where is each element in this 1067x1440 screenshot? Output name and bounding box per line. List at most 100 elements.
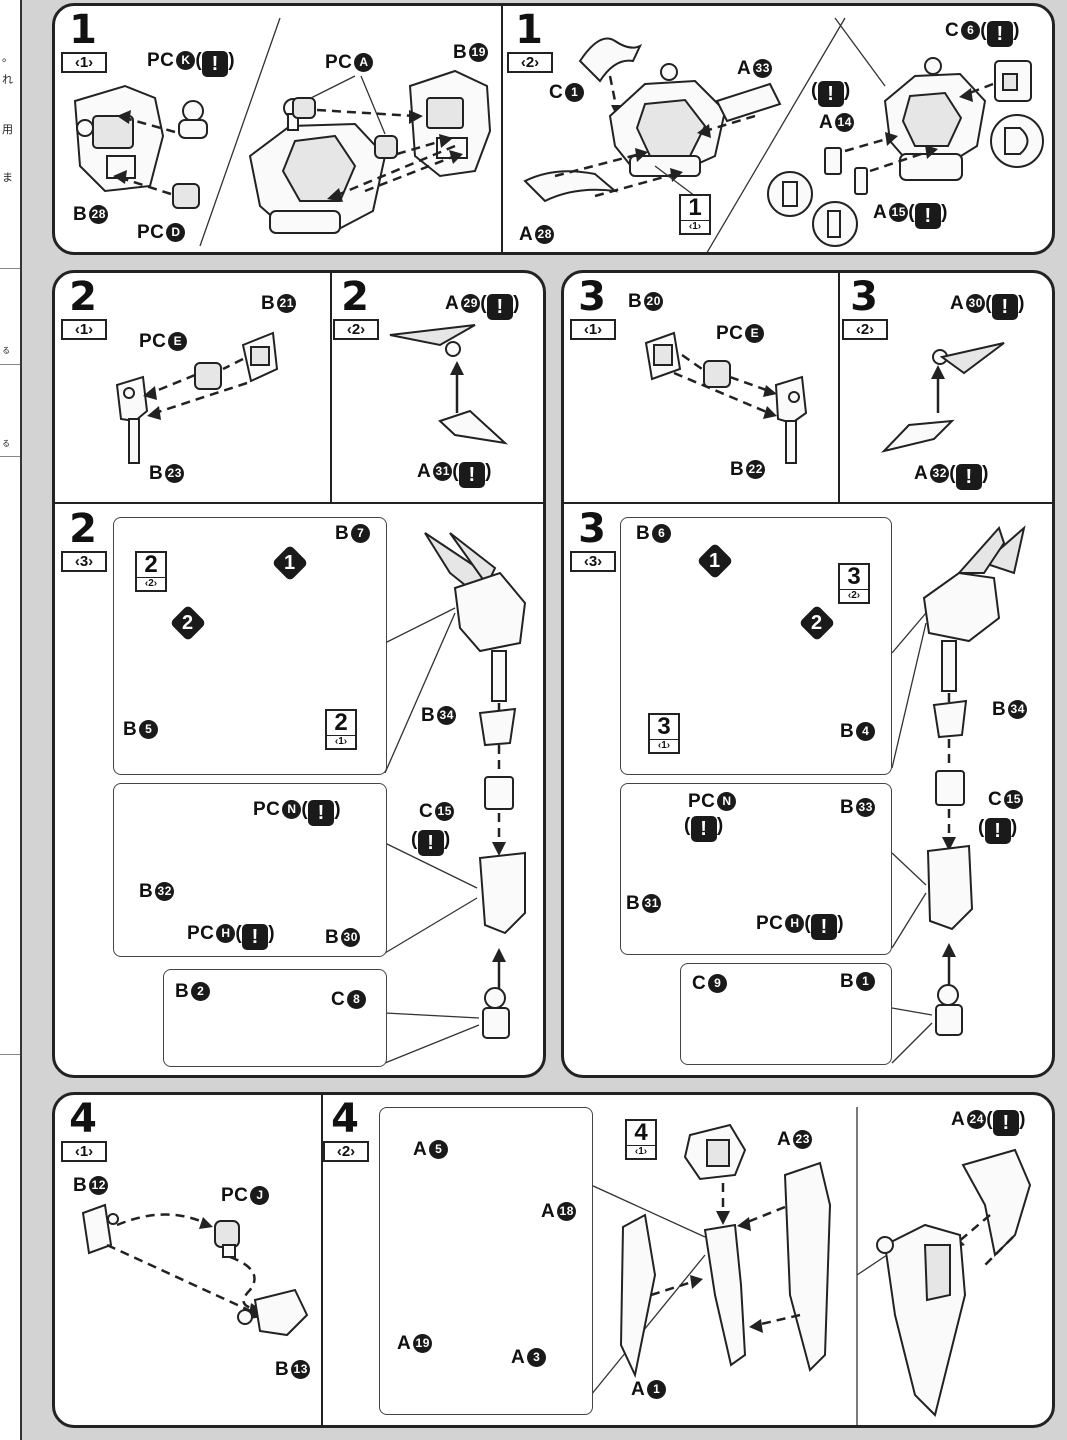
caution-icon: !	[487, 294, 514, 320]
waist-core-part-2	[608, 63, 727, 177]
step-2-1-number: 2‹1›	[61, 277, 107, 340]
step-1-illustration	[73, 17, 1044, 252]
order-marker-1: 1	[271, 544, 309, 582]
order-marker-1: 1	[696, 542, 734, 580]
ref-step-4-1: 4‹1›	[625, 1119, 657, 1160]
upper-arm-block	[922, 571, 1001, 692]
margin-char: ま	[2, 172, 13, 184]
pc-a-joint-1	[292, 97, 316, 119]
ref-step-2-2: 2‹2›	[135, 551, 167, 592]
c6-detail-bubble	[990, 114, 1044, 168]
ref-step-3-2: 3‹2›	[838, 563, 870, 604]
a23-armor-part	[783, 1161, 832, 1372]
label-c15-caution: (!)	[411, 829, 451, 856]
a14-part	[824, 147, 842, 175]
step-1-2-number: 1‹2›	[507, 10, 553, 73]
a28-part	[523, 170, 619, 203]
b13-part	[237, 1288, 309, 1337]
caution-icon: !	[202, 51, 229, 77]
arm-blade-assembly	[956, 525, 1026, 575]
caution-icon: !	[992, 294, 1019, 320]
ref-step-1-1: 1‹1›	[679, 194, 711, 235]
caution-icon: !	[417, 830, 444, 856]
hand-part	[482, 987, 510, 1039]
a29-blade-part	[389, 324, 476, 357]
b34-part	[478, 707, 517, 747]
label-a14-caution: (!)	[811, 80, 851, 107]
a33-part	[715, 82, 782, 123]
step-1-1-number: 1‹1›	[61, 10, 107, 73]
c15-part	[935, 770, 965, 806]
label-c15-caution: (!)	[978, 817, 1018, 844]
caution-icon: !	[956, 464, 983, 490]
a14-detail-bubble	[767, 171, 813, 217]
step-4-1-number: 4‹1›	[61, 1099, 107, 1162]
a1-armor-part	[619, 1213, 657, 1379]
label-pc-n-caution: (!)	[684, 815, 724, 842]
a30-blade-part	[932, 342, 1005, 375]
margin-char: 用	[2, 124, 13, 136]
step-3-3-number: 3‹3›	[570, 509, 616, 572]
b23-part	[115, 375, 149, 464]
upper-arm-block	[453, 571, 527, 702]
a31-part	[438, 409, 509, 445]
caution-icon: !	[993, 1110, 1020, 1136]
a32-part	[880, 419, 955, 453]
margin-char: 。	[2, 52, 13, 64]
b21-part	[241, 331, 279, 383]
pc-d-joint	[172, 183, 200, 209]
b20-part	[644, 331, 682, 381]
c6-part	[994, 60, 1032, 102]
caution-icon: !	[987, 21, 1014, 47]
pc-a-joint-2	[374, 135, 398, 159]
pc-e-joint	[703, 360, 731, 388]
c1-collar-part	[578, 37, 643, 83]
caution-icon: !	[984, 818, 1011, 844]
lower-arm-part	[478, 851, 526, 935]
order-marker-2: 2	[169, 604, 207, 642]
pc-k-joint	[178, 100, 208, 139]
caution-icon: !	[308, 800, 335, 826]
caution-icon: !	[242, 924, 269, 950]
margin-char: る	[2, 439, 10, 448]
hip-joint-part	[683, 1123, 747, 1181]
